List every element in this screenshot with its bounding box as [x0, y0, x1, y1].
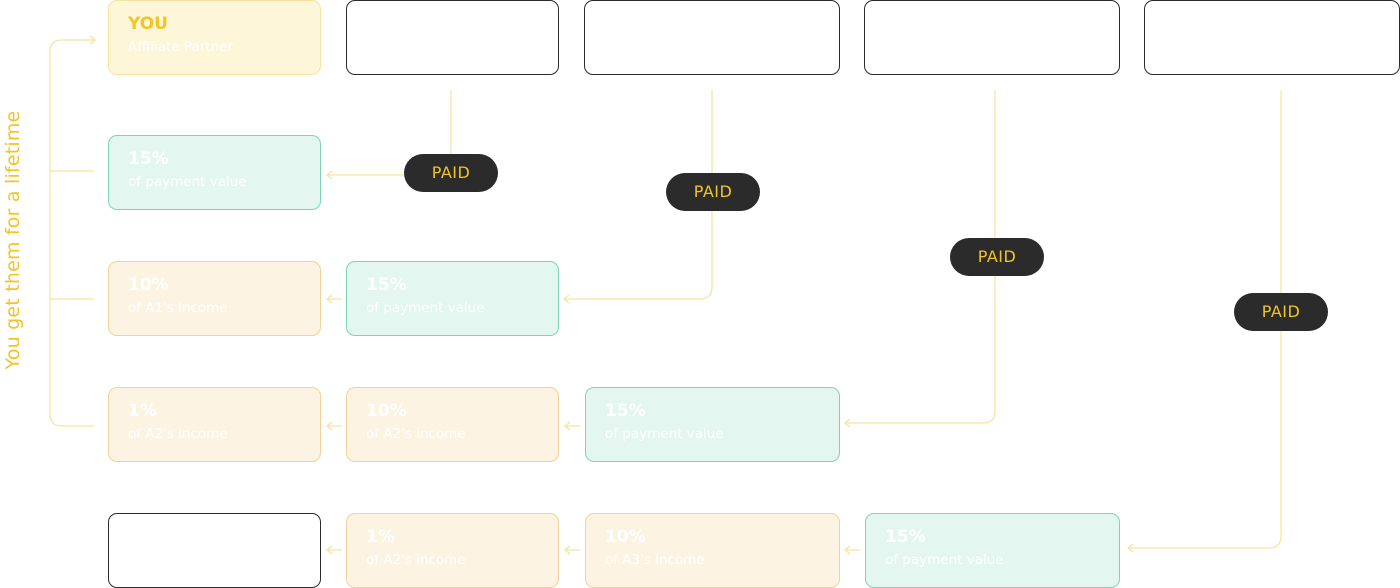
- affiliate-box-a4: [1144, 0, 1400, 75]
- flow-line-a4: [1129, 90, 1282, 549]
- commission-description: of A1's income: [128, 300, 228, 316]
- commission-percent: 10%: [605, 527, 646, 547]
- you-box: YOU Affiliate Partner: [108, 0, 321, 75]
- commission-percent: 10%: [366, 401, 407, 421]
- commission-box-r5c2: 1% of A2's income: [346, 513, 559, 588]
- commission-box-r4c2: 10% of A2's income: [346, 387, 559, 462]
- you-title: YOU: [128, 14, 168, 34]
- arrowhead-a4: [1127, 543, 1134, 553]
- affiliate-box-a1: [346, 0, 559, 75]
- paid-badge-a1: PAID: [404, 154, 498, 192]
- paid-badge-a3: PAID: [950, 238, 1044, 276]
- commission-percent: 10%: [128, 275, 169, 295]
- commission-percent: 1%: [366, 527, 395, 547]
- commission-box-r3c2: 15% of payment value: [346, 261, 559, 336]
- commission-box-r3c1: 10% of A1's income: [108, 261, 321, 336]
- commission-percent: 15%: [128, 149, 169, 169]
- commission-percent: 15%: [605, 401, 646, 421]
- commission-percent: 15%: [885, 527, 926, 547]
- commission-percent: 1%: [128, 401, 157, 421]
- commission-description: of payment value: [366, 300, 485, 316]
- commission-box-r2c1: 15% of payment value: [108, 135, 321, 210]
- flow-line-a3: [846, 90, 996, 424]
- arrowhead-a3: [844, 418, 851, 428]
- commission-description: of A2's income: [366, 426, 466, 442]
- commission-description: of payment value: [885, 552, 1004, 568]
- commission-box-r5c4: 15% of payment value: [865, 513, 1120, 588]
- flow-line-a2: [565, 90, 713, 300]
- affiliate-box-bottom: [108, 513, 321, 588]
- bracket-arrowhead: [89, 35, 96, 45]
- paid-badge-a2: PAID: [666, 173, 760, 211]
- you-subtitle: Affiliate Partner: [128, 39, 234, 55]
- commission-description: of payment value: [128, 174, 247, 190]
- commission-description: of A2's income: [366, 552, 466, 568]
- commission-box-r5c3: 10% of A3's income: [585, 513, 840, 588]
- commission-description: of A3's income: [605, 552, 705, 568]
- commission-box-r4c3: 15% of payment value: [585, 387, 840, 462]
- commission-description: of payment value: [605, 426, 724, 442]
- commission-description: of A2's income: [128, 426, 228, 442]
- lifetime-label: You get them for a lifetime: [2, 110, 24, 370]
- affiliate-box-a2: [584, 0, 840, 75]
- arrowhead-a2: [563, 294, 570, 304]
- paid-badge-a4: PAID: [1234, 293, 1328, 331]
- lifetime-bracket: [49, 39, 94, 427]
- commission-box-r4c1: 1% of A2's income: [108, 387, 321, 462]
- commission-percent: 15%: [366, 275, 407, 295]
- arrowhead-a1: [326, 170, 333, 180]
- affiliate-box-a3: [864, 0, 1120, 75]
